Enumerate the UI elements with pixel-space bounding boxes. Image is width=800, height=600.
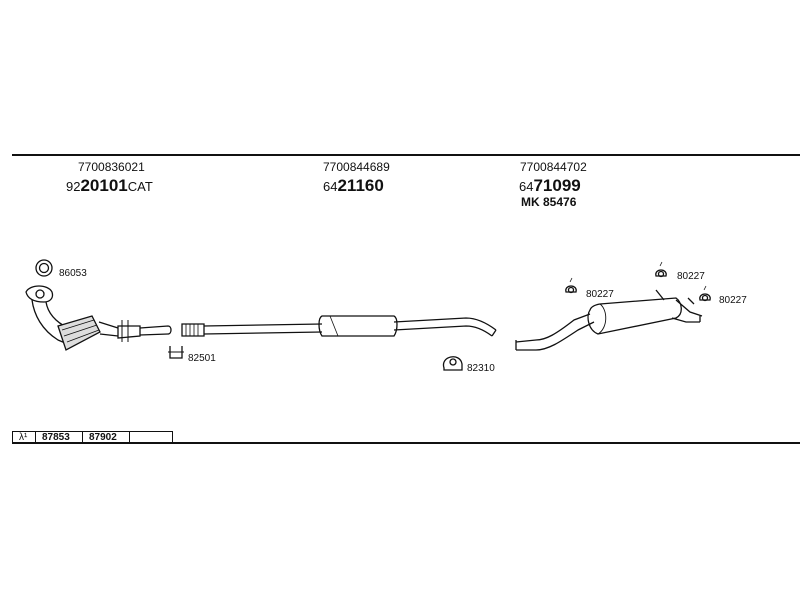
oem-number-1: 7700836021 (78, 160, 145, 174)
part-number-2: 6421160 (323, 176, 384, 196)
middle-pipe-icon (181, 315, 497, 337)
lambda-row: λ¹ 87853 87902 (12, 431, 173, 444)
bottom-rule (12, 442, 800, 444)
hanger-top-icon (655, 261, 667, 278)
part-main-2: 21160 (337, 176, 384, 195)
part-main-1: 20101 (80, 176, 128, 195)
top-rule (12, 154, 800, 156)
lambda-cell-1: 87853 (35, 431, 83, 444)
clamp-mid-icon (442, 356, 463, 371)
hanger-left-icon (565, 277, 577, 294)
hanger-top-label: 80227 (677, 271, 705, 282)
rear-muffler-icon (515, 289, 703, 351)
lambda-cell-2: 87902 (82, 431, 130, 444)
clamp-front-label: 82501 (188, 353, 216, 364)
part-extra-3: MK 85476 (521, 195, 577, 209)
part-prefix-3: 64 (519, 179, 534, 194)
clamp-front-icon (168, 346, 184, 359)
part-prefix-2: 64 (323, 179, 338, 194)
oem-number-3: 7700844702 (520, 160, 587, 174)
gasket-icon (35, 259, 53, 277)
lambda-sensor-table: λ¹ 87853 87902 (12, 431, 173, 444)
part-main-3: 71099 (533, 176, 581, 195)
part-prefix-1: 92 (66, 179, 81, 194)
hanger-right-icon (699, 285, 711, 302)
catalytic-converter-icon (25, 285, 172, 351)
oem-number-2: 7700844689 (323, 160, 390, 174)
clamp-mid-label: 82310 (467, 363, 495, 374)
hanger-left-label: 80227 (586, 289, 614, 300)
hanger-right-label: 80227 (719, 295, 747, 306)
part-number-3: 6471099 (519, 176, 581, 196)
lambda-cell-3 (129, 431, 173, 444)
lambda-symbol: λ¹ (12, 431, 36, 444)
part-suffix-1: CAT (127, 179, 153, 194)
gasket-label: 86053 (59, 268, 87, 279)
part-number-1: 9220101CAT (66, 176, 153, 196)
